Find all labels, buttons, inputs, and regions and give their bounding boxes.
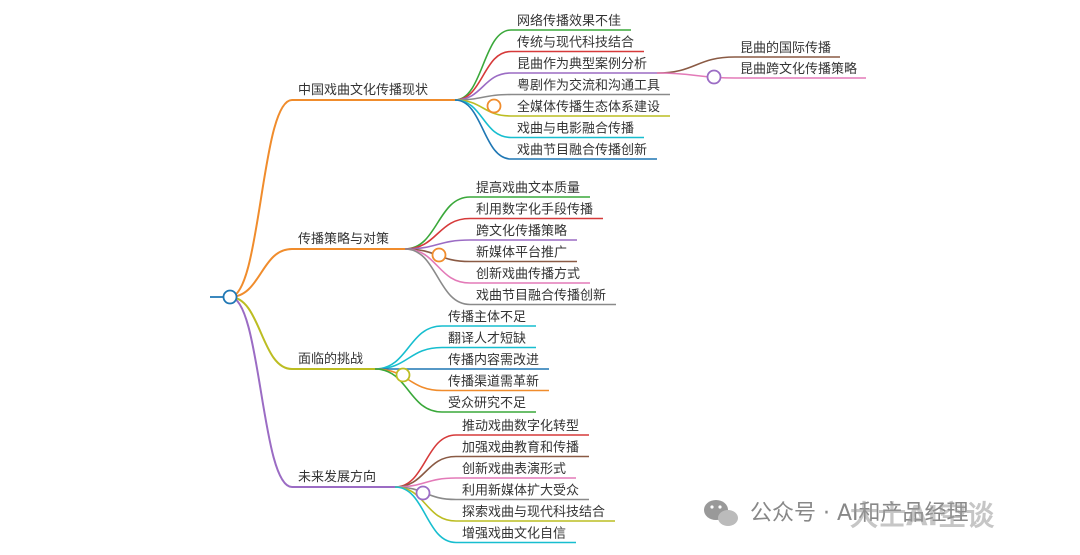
mindmap-edges <box>210 29 866 544</box>
branch-3-leaf-1[interactable]: 加强戏曲教育和传播 <box>462 440 579 456</box>
branch-0-label[interactable]: 中国戏曲文化传播现状 <box>298 83 428 98</box>
connector-line <box>229 296 293 488</box>
branch-2-leaf-1[interactable]: 翻译人才短缺 <box>448 332 526 347</box>
watermark-overlay: 大士AI空谈 <box>850 499 995 532</box>
connector-line <box>229 99 293 298</box>
connector-line <box>454 29 512 101</box>
branch-0-leaf-2[interactable]: 昆曲作为典型案例分析 <box>517 57 647 72</box>
branch-3-collapse-toggle[interactable] <box>415 485 431 501</box>
branch-1-leaf-1[interactable]: 利用数字化手段传播 <box>476 203 593 218</box>
branch-1-label[interactable]: 传播策略与对策 <box>298 231 389 247</box>
connector-line <box>656 72 736 79</box>
branch-0-leaf-3[interactable]: 粤剧作为交流和沟通工具 <box>517 78 660 94</box>
branch-1-leaf-5[interactable]: 戏曲节目融合传播创新 <box>476 288 606 304</box>
branch-2-leaf-2[interactable]: 传播内容需改进 <box>448 352 539 368</box>
connector-line <box>394 486 457 544</box>
connector-line <box>454 99 512 160</box>
branch-3-leaf-2[interactable]: 创新戏曲表演形式 <box>462 461 566 477</box>
branch-0-leaf-5[interactable]: 戏曲与电影融合传播 <box>517 122 634 137</box>
connector-line <box>229 248 293 298</box>
wechat-icon <box>704 500 738 526</box>
connector-line <box>374 346 443 370</box>
branch-2-leaf-3[interactable]: 传播渠道需革新 <box>448 374 539 390</box>
connector-line <box>454 50 512 101</box>
branch-0-collapse-toggle[interactable] <box>486 98 502 114</box>
branch-3-leaf-4[interactable]: 探索戏曲与现代科技结合 <box>462 505 605 520</box>
root-node[interactable] <box>222 289 238 305</box>
branch-0-leaf-0[interactable]: 网络传播效果不佳 <box>517 13 621 29</box>
branch-1-leaf-3[interactable]: 新媒体平台推广 <box>476 245 567 261</box>
branch-2-leaf-0[interactable]: 传播主体不足 <box>448 310 526 325</box>
branch-0-leaf-6[interactable]: 戏曲节目融合传播创新 <box>517 142 647 158</box>
connector-line <box>374 368 443 413</box>
branch-3-leaf-5[interactable]: 增强戏曲文化自信 <box>462 527 566 542</box>
branch-3-leaf-3[interactable]: 利用新媒体扩大受众 <box>462 483 579 499</box>
branch-0-leaf-4[interactable]: 全媒体传播生态体系建设 <box>517 99 660 115</box>
branch-2-collapse-toggle[interactable] <box>395 367 411 383</box>
watermark-account: 公众号 · AI和产品经理 <box>750 501 969 526</box>
watermark: 公众号 · AI和产品经理 大士AI空谈 <box>704 499 995 532</box>
connector-line <box>404 248 471 306</box>
branch-0-leaf-1[interactable]: 传统与现代科技结合 <box>517 36 634 51</box>
branch-1-leaf-0[interactable]: 提高戏曲文本质量 <box>476 180 580 196</box>
branch-1-leaf-4[interactable]: 创新戏曲传播方式 <box>476 266 580 282</box>
branch-3-label[interactable]: 未来发展方向 <box>298 469 376 485</box>
branch-1-leaf-2[interactable]: 跨文化传播策略 <box>476 223 567 239</box>
branch-3-leaf-0[interactable]: 推动戏曲数字化转型 <box>462 419 579 434</box>
connector-line <box>454 99 512 139</box>
branch-0-leaf-2-sub-1[interactable]: 昆曲跨文化传播策略 <box>740 61 857 77</box>
collapse-toggle[interactable] <box>706 69 722 85</box>
branch-1-collapse-toggle[interactable] <box>431 247 447 263</box>
connector-line <box>229 296 293 370</box>
branch-2-label[interactable]: 面临的挑战 <box>298 351 363 367</box>
connector-line <box>656 56 736 74</box>
branch-0-leaf-2-sub-0[interactable]: 昆曲的国际传播 <box>740 40 831 56</box>
branch-2-leaf-4[interactable]: 受众研究不足 <box>448 396 526 411</box>
